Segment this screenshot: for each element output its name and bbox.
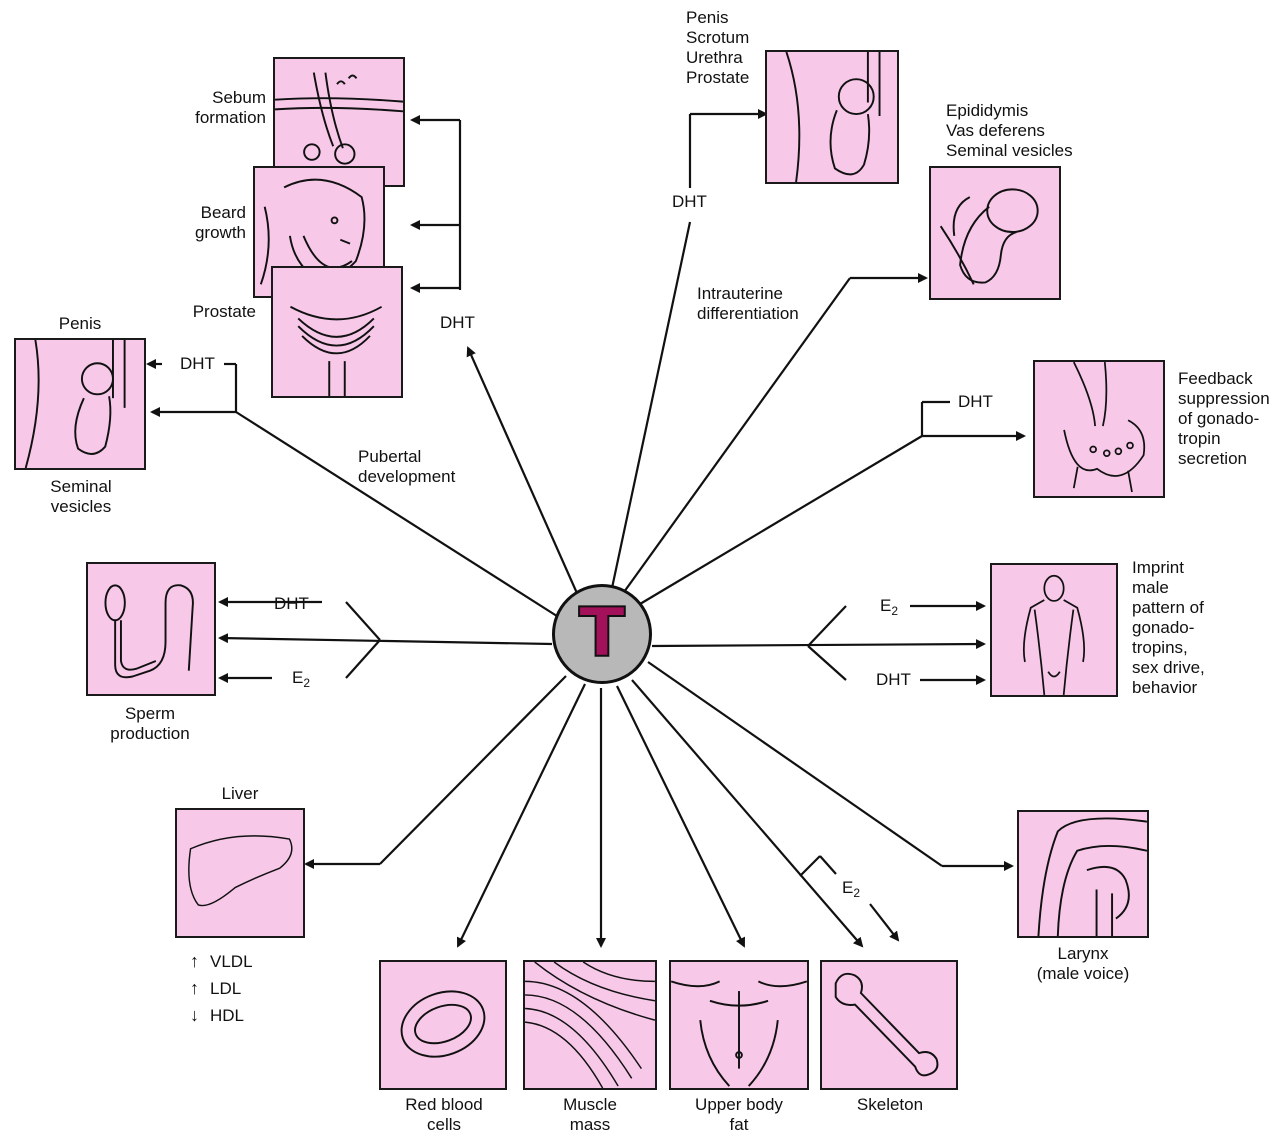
testosterone-hub: T [552, 584, 652, 684]
label-muscle: Muscle mass [530, 1095, 650, 1135]
testosterone-symbol: T [555, 587, 649, 681]
male-genitalia-icon [16, 340, 144, 468]
dht-penis: DHT [180, 354, 215, 374]
muscle-box [523, 960, 657, 1090]
e2-letter: E [880, 596, 891, 615]
label-intrauterine: Intrauterine differentiation [697, 284, 827, 324]
e2-subscript: 2 [853, 886, 860, 900]
e2-skeleton: E2 [842, 878, 860, 903]
larynx-box [1017, 810, 1149, 938]
skeleton-box [820, 960, 958, 1090]
label-upper-fat: Upper body fat [674, 1095, 804, 1135]
lipid-label: LDL [210, 979, 241, 999]
red-blood-cell-icon [381, 962, 505, 1088]
e2-letter: E [842, 878, 853, 897]
label-pubertal: Pubertal development [358, 447, 488, 487]
prostate-box [271, 266, 403, 398]
label-beard: Beard growth [156, 203, 246, 243]
label-sebum: Sebum formation [176, 88, 266, 128]
sperm-box [86, 562, 216, 696]
label-penis-left: Penis [30, 314, 130, 334]
label-feedback: Feedback suppression of gonado- tropin s… [1178, 369, 1282, 469]
dht-imprint: DHT [876, 670, 911, 690]
liver-box [175, 808, 305, 938]
lipid-label: VLDL [210, 952, 253, 972]
label-seminal-vesicles: Seminal vesicles [26, 477, 136, 517]
red-blood-box [379, 960, 507, 1090]
dht-sperm: DHT [274, 594, 309, 614]
label-penis-top: Penis Scrotum Urethra Prostate [686, 8, 776, 88]
label-prostate-left: Prostate [166, 302, 256, 322]
bone-icon [822, 962, 956, 1088]
penis-top-box [765, 50, 899, 184]
arrow-down-icon: ↓ [190, 1006, 199, 1024]
male-body-icon [992, 565, 1116, 695]
sperm-icon [88, 564, 214, 694]
e2-imprint: E2 [880, 596, 898, 621]
dht-top: DHT [672, 192, 707, 212]
label-liver: Liver [200, 784, 280, 804]
upper-fat-box [669, 960, 809, 1090]
arrow-up-icon: ↑ [190, 952, 199, 970]
muscle-icon [525, 962, 655, 1088]
label-skeleton: Skeleton [830, 1095, 950, 1115]
lipid-label: HDL [210, 1006, 244, 1026]
pituitary-icon [1035, 362, 1163, 496]
larynx-icon [1019, 812, 1147, 936]
dht-feedback: DHT [958, 392, 993, 412]
epididymis-box [929, 166, 1061, 300]
e2-subscript: 2 [303, 676, 310, 690]
e2-subscript: 2 [891, 604, 898, 618]
dht-upper-left: DHT [440, 313, 475, 333]
imprint-box [990, 563, 1118, 697]
label-red-blood: Red blood cells [384, 1095, 504, 1135]
e2-letter: E [292, 668, 303, 687]
prostate-icon [273, 268, 401, 396]
label-sperm: Sperm production [90, 704, 210, 744]
male-genitalia-icon-top [767, 52, 897, 182]
label-larynx: Larynx (male voice) [1018, 944, 1148, 984]
label-imprint: Imprint male pattern of gonado- tropins,… [1132, 558, 1262, 698]
penis-left-box [14, 338, 146, 470]
testis-icon [931, 168, 1059, 298]
liver-icon [177, 810, 303, 936]
torso-icon [671, 962, 807, 1088]
label-epididymis: Epididymis Vas deferens Seminal vesicles [946, 101, 1106, 161]
feedback-box [1033, 360, 1165, 498]
e2-sperm: E2 [292, 668, 310, 693]
arrow-up-icon: ↑ [190, 979, 199, 997]
